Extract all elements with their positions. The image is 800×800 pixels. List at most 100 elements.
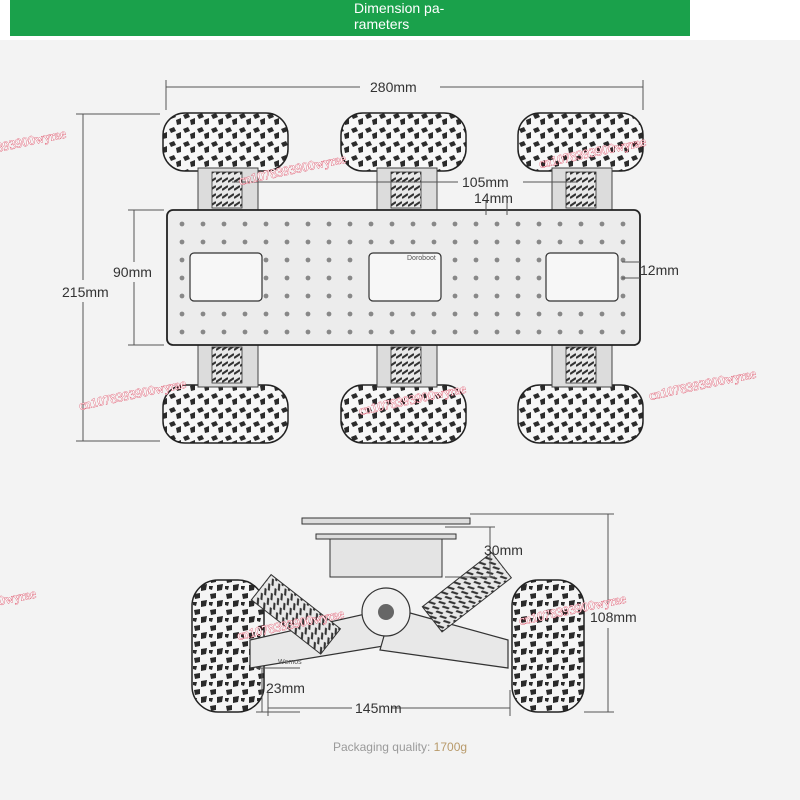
plate-hole [452,329,458,335]
plate-hole [347,293,353,299]
plate-hole [284,257,290,263]
plate-hole [263,293,269,299]
plate-hole [179,329,185,335]
side-arm-label: Wemos [278,659,302,666]
plate-hole [368,329,374,335]
plate-hole [221,221,227,227]
plate-hole [410,221,416,227]
plate-hole [347,275,353,281]
dim-length [165,80,644,110]
plate-hole [473,275,479,281]
plate-hole [326,221,332,227]
page-title-line-1: Dimension pa- [354,0,445,16]
plate-hole [473,221,479,227]
plate-hole [200,239,206,245]
plate-hole [536,275,542,281]
footer: Packaging quality: 1700g [0,740,800,754]
dim-width [76,113,160,442]
motor-mounts [189,252,619,302]
plate-hole [515,239,521,245]
plate-hole [284,329,290,335]
plate-hole [515,221,521,227]
packaging-quality-label: Packaging quality: [332,740,434,754]
packaging-quality-value: 1700g [433,740,468,754]
plate-hole [326,239,332,245]
plate-hole [263,239,269,245]
plate-hole [179,221,185,227]
header: Dimension pa- rameters [0,0,800,40]
plate-hole [410,239,416,245]
plate-hole [515,329,521,335]
plate-hole [557,239,563,245]
plate-hole [347,311,353,317]
dim-total-height [470,513,614,713]
plate-hole [536,239,542,245]
plate-hole [263,311,269,317]
plate-hole [179,311,185,317]
watermark: cn1078393900wyrae [0,126,67,163]
plate-hole [578,311,584,317]
plate-hole [347,221,353,227]
plate-hole [536,221,542,227]
plate-hole [410,311,416,317]
dim-shock-height-label: 30mm [484,542,523,558]
plate-hole [452,239,458,245]
plate-hole [284,221,290,227]
dim-hole-spacing-label: 14mm [474,190,513,206]
plate-hole [515,257,521,263]
side-top-plate [301,517,471,525]
plate-hole [473,257,479,263]
springs [211,171,597,384]
plate-hole [578,221,584,227]
dim-plate-width [128,209,164,346]
plate-hole [494,239,500,245]
plate-hole [221,329,227,335]
plate-hole [326,329,332,335]
plate-hole [179,239,185,245]
plate-hole [431,329,437,335]
wheel-rear-left [162,384,289,444]
plate-hole [305,311,311,317]
plate-hole [536,293,542,299]
plate-hole [284,239,290,245]
plate-hole [242,221,248,227]
plate-hole [179,257,185,263]
page-title: Dimension pa- rameters [354,0,494,32]
dim-ground-clearance [256,667,300,713]
dim-plate-width-label: 90mm [113,264,152,280]
plate-hole [431,221,437,227]
dimension-drawing: Doroboot 280mm 215mm 90mm [0,79,758,716]
side-mid-plate [315,533,457,540]
dim-width-label: 215mm [62,284,109,300]
plate-hole [305,257,311,263]
plate-hole [452,293,458,299]
plate-hole [578,329,584,335]
dim-hole-spacing [485,200,508,215]
plate-hole [326,257,332,263]
plate-hole [305,275,311,281]
wheel-front-left [162,112,289,172]
plate-hole [326,293,332,299]
watermark: cn1078393900wyrae [0,586,37,623]
plate-hole [578,239,584,245]
plate-hole [431,311,437,317]
plate-hole [305,239,311,245]
dim-arm-length-label: 145mm [355,700,402,716]
plate-hole [536,257,542,263]
side-wheel-right [511,579,585,713]
plate-hole [452,311,458,317]
plate-hole [599,221,605,227]
plate-hole [473,239,479,245]
dim-arm-length [267,690,511,716]
plate-hole [389,239,395,245]
plate-hole [431,239,437,245]
plate-hole [368,221,374,227]
side-body [329,538,443,578]
plate-hole [410,329,416,335]
plate-hole [452,275,458,281]
plate-hole [263,221,269,227]
plate-holes [179,221,626,335]
dim-ground-clearance-label: 23mm [266,680,305,696]
plate-hole [515,293,521,299]
plate-hole [599,329,605,335]
